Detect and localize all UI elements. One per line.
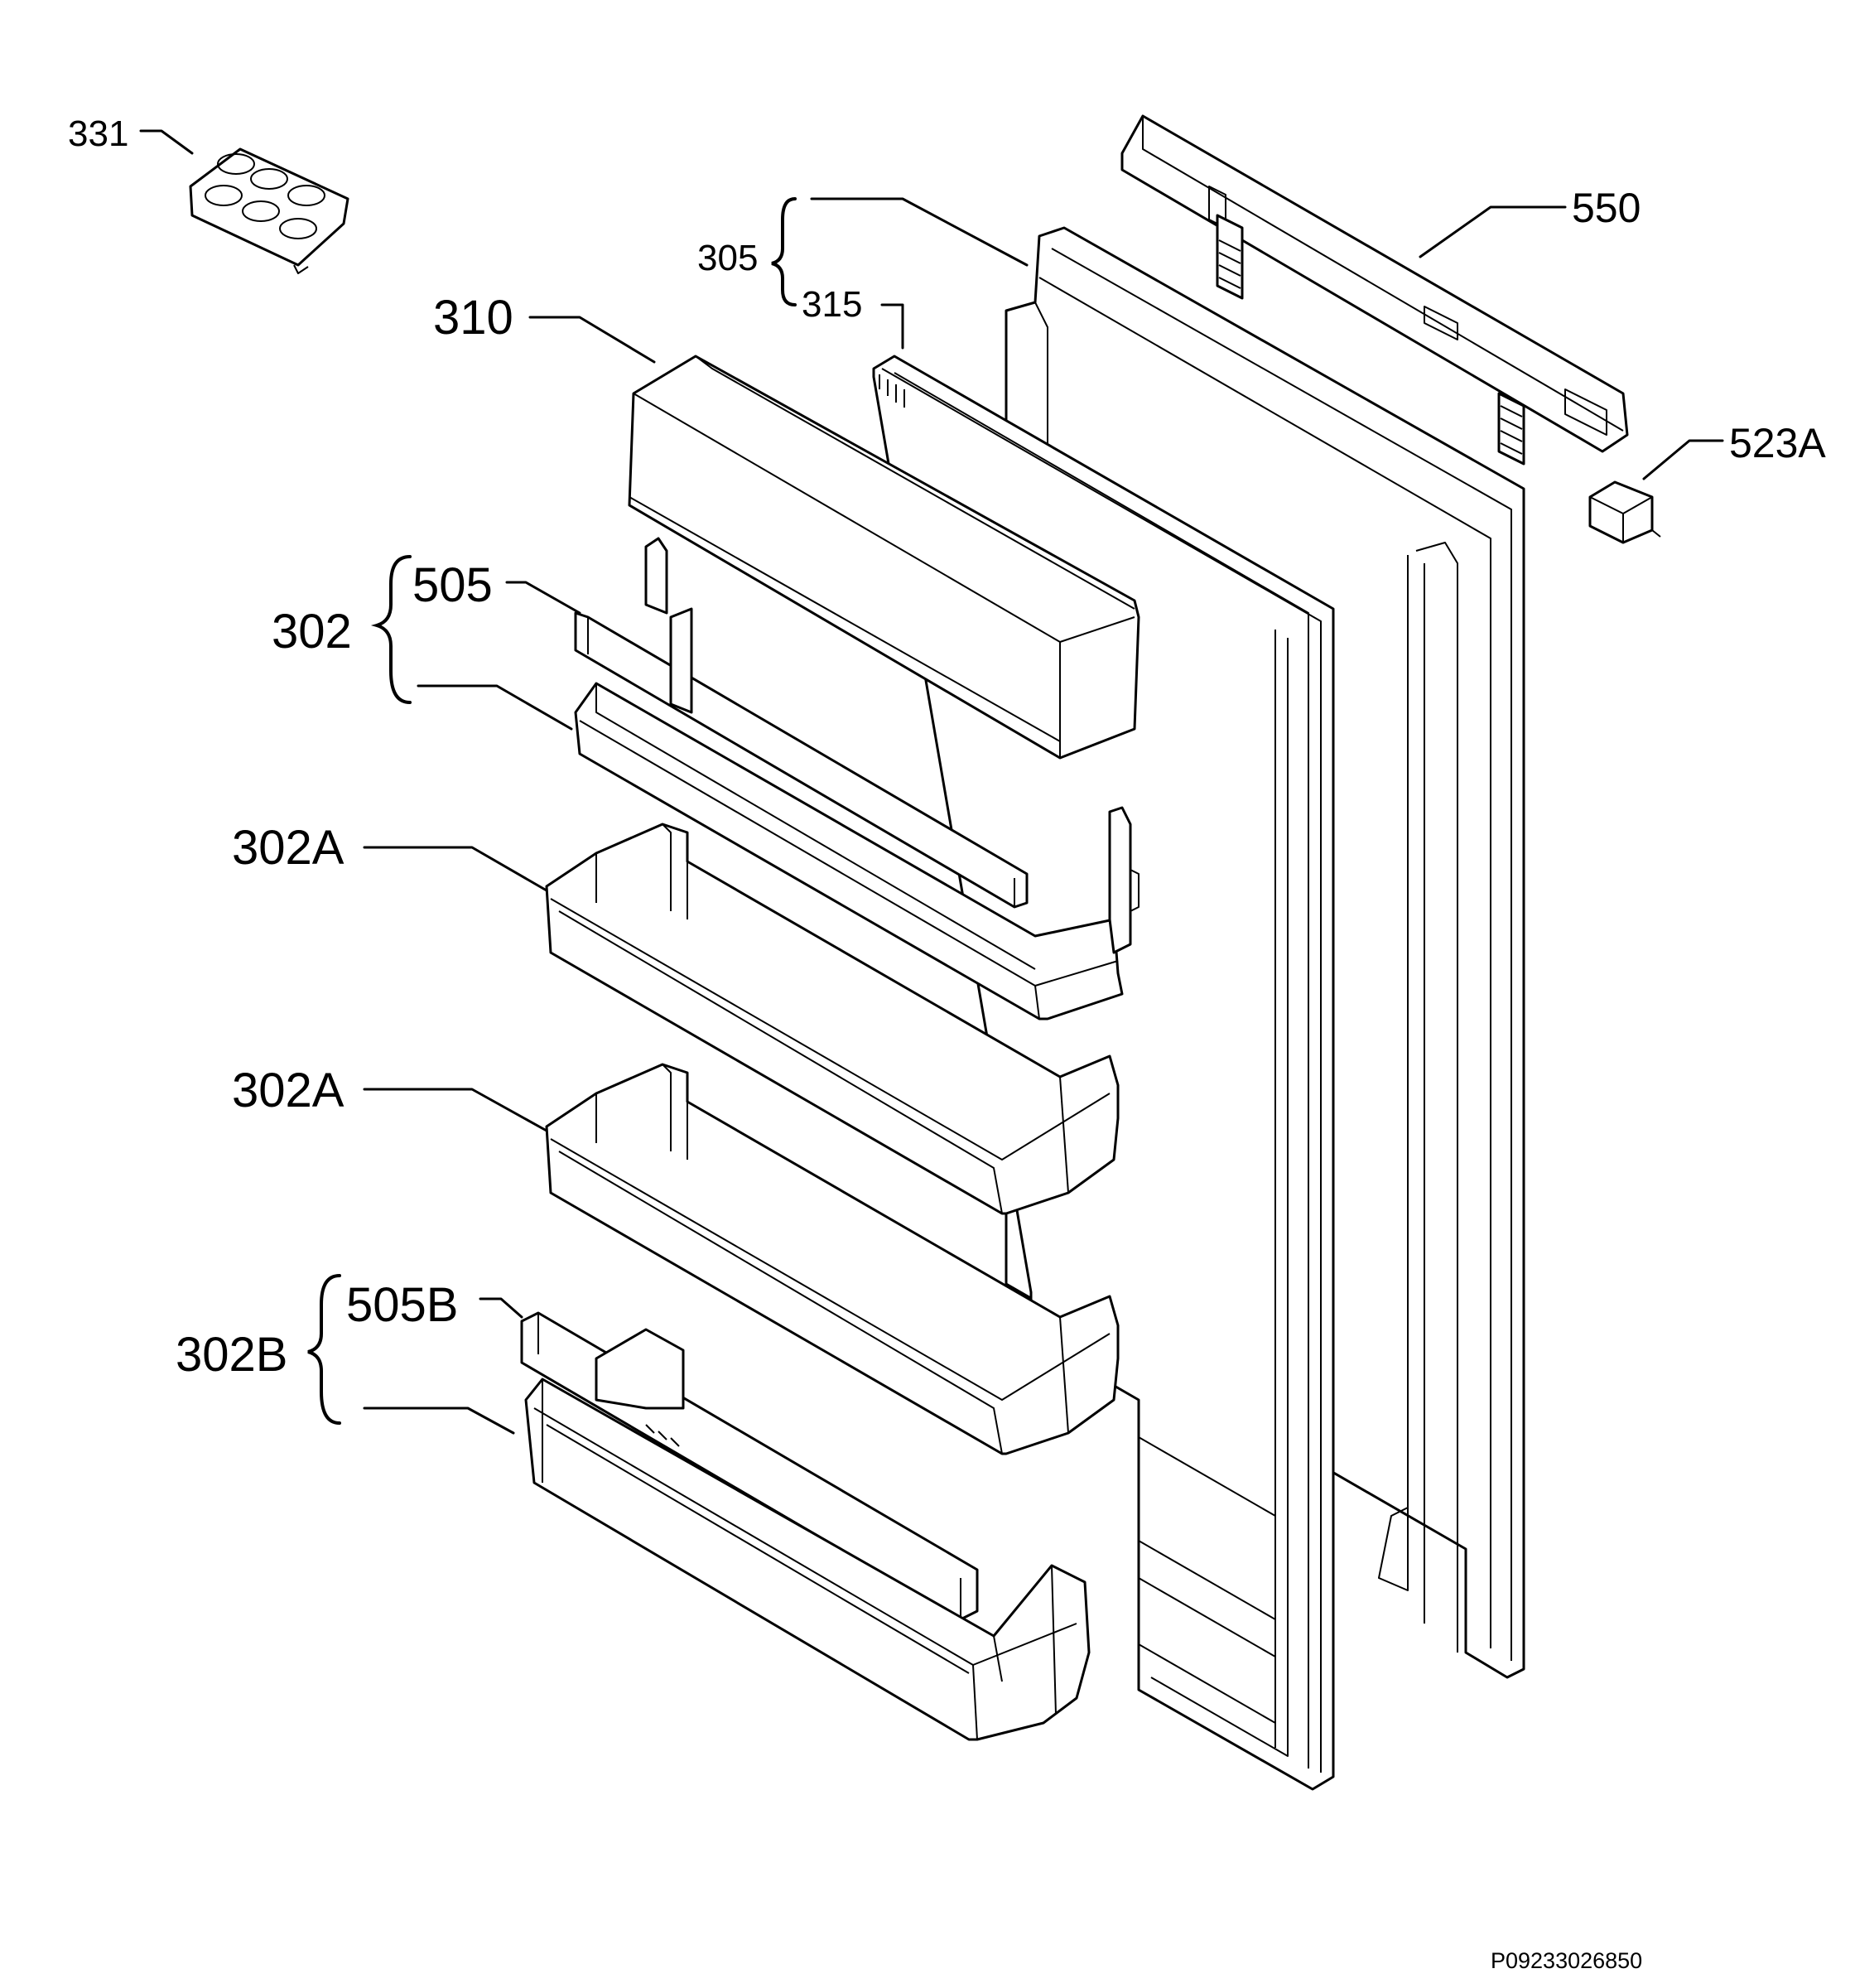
leader-305 [810,197,1029,267]
label-302: 302 [272,605,352,659]
label-523a: 523A [1729,420,1826,466]
leader-505 [505,581,581,615]
label-302b: 302B [176,1328,287,1382]
label-505: 505 [412,558,493,612]
brace-302 [370,555,412,704]
brace-305 [771,197,797,306]
leader-523a [1642,439,1724,480]
leader-550 [1419,205,1567,258]
label-315: 315 [802,284,862,325]
leader-310 [528,316,656,364]
top-bar-part [1120,114,1629,466]
leader-302a-1 [363,846,548,892]
dairy-compartment-part [628,355,1140,760]
egg-tray-part [189,147,349,274]
label-505b: 505B [346,1278,458,1332]
label-302a-2: 302A [232,1064,344,1117]
leader-302b [363,1407,515,1435]
bottle-guard-505-part [574,537,1029,909]
leader-315 [880,303,904,350]
label-305: 305 [697,238,758,278]
drawing-code: P09233026850 [1491,1948,1642,1973]
leader-331 [139,129,194,155]
label-331: 331 [68,113,128,154]
brace-302b [307,1274,341,1425]
door-shelf-302a-lower-part [545,1063,1120,1455]
label-550: 550 [1572,185,1641,231]
leader-302a-2 [363,1088,548,1132]
bottle-shelf-302b-part [524,1378,1091,1741]
leader-505b [479,1297,523,1319]
door-shelf-302-part [574,682,1140,1021]
bottle-guard-505b-part [520,1311,979,1621]
leader-302 [417,684,573,731]
door-shelf-302a-upper-part [545,823,1120,1215]
label-310: 310 [433,291,513,345]
label-302a-1: 302A [232,821,344,875]
hinge-clip-part [1588,480,1661,544]
